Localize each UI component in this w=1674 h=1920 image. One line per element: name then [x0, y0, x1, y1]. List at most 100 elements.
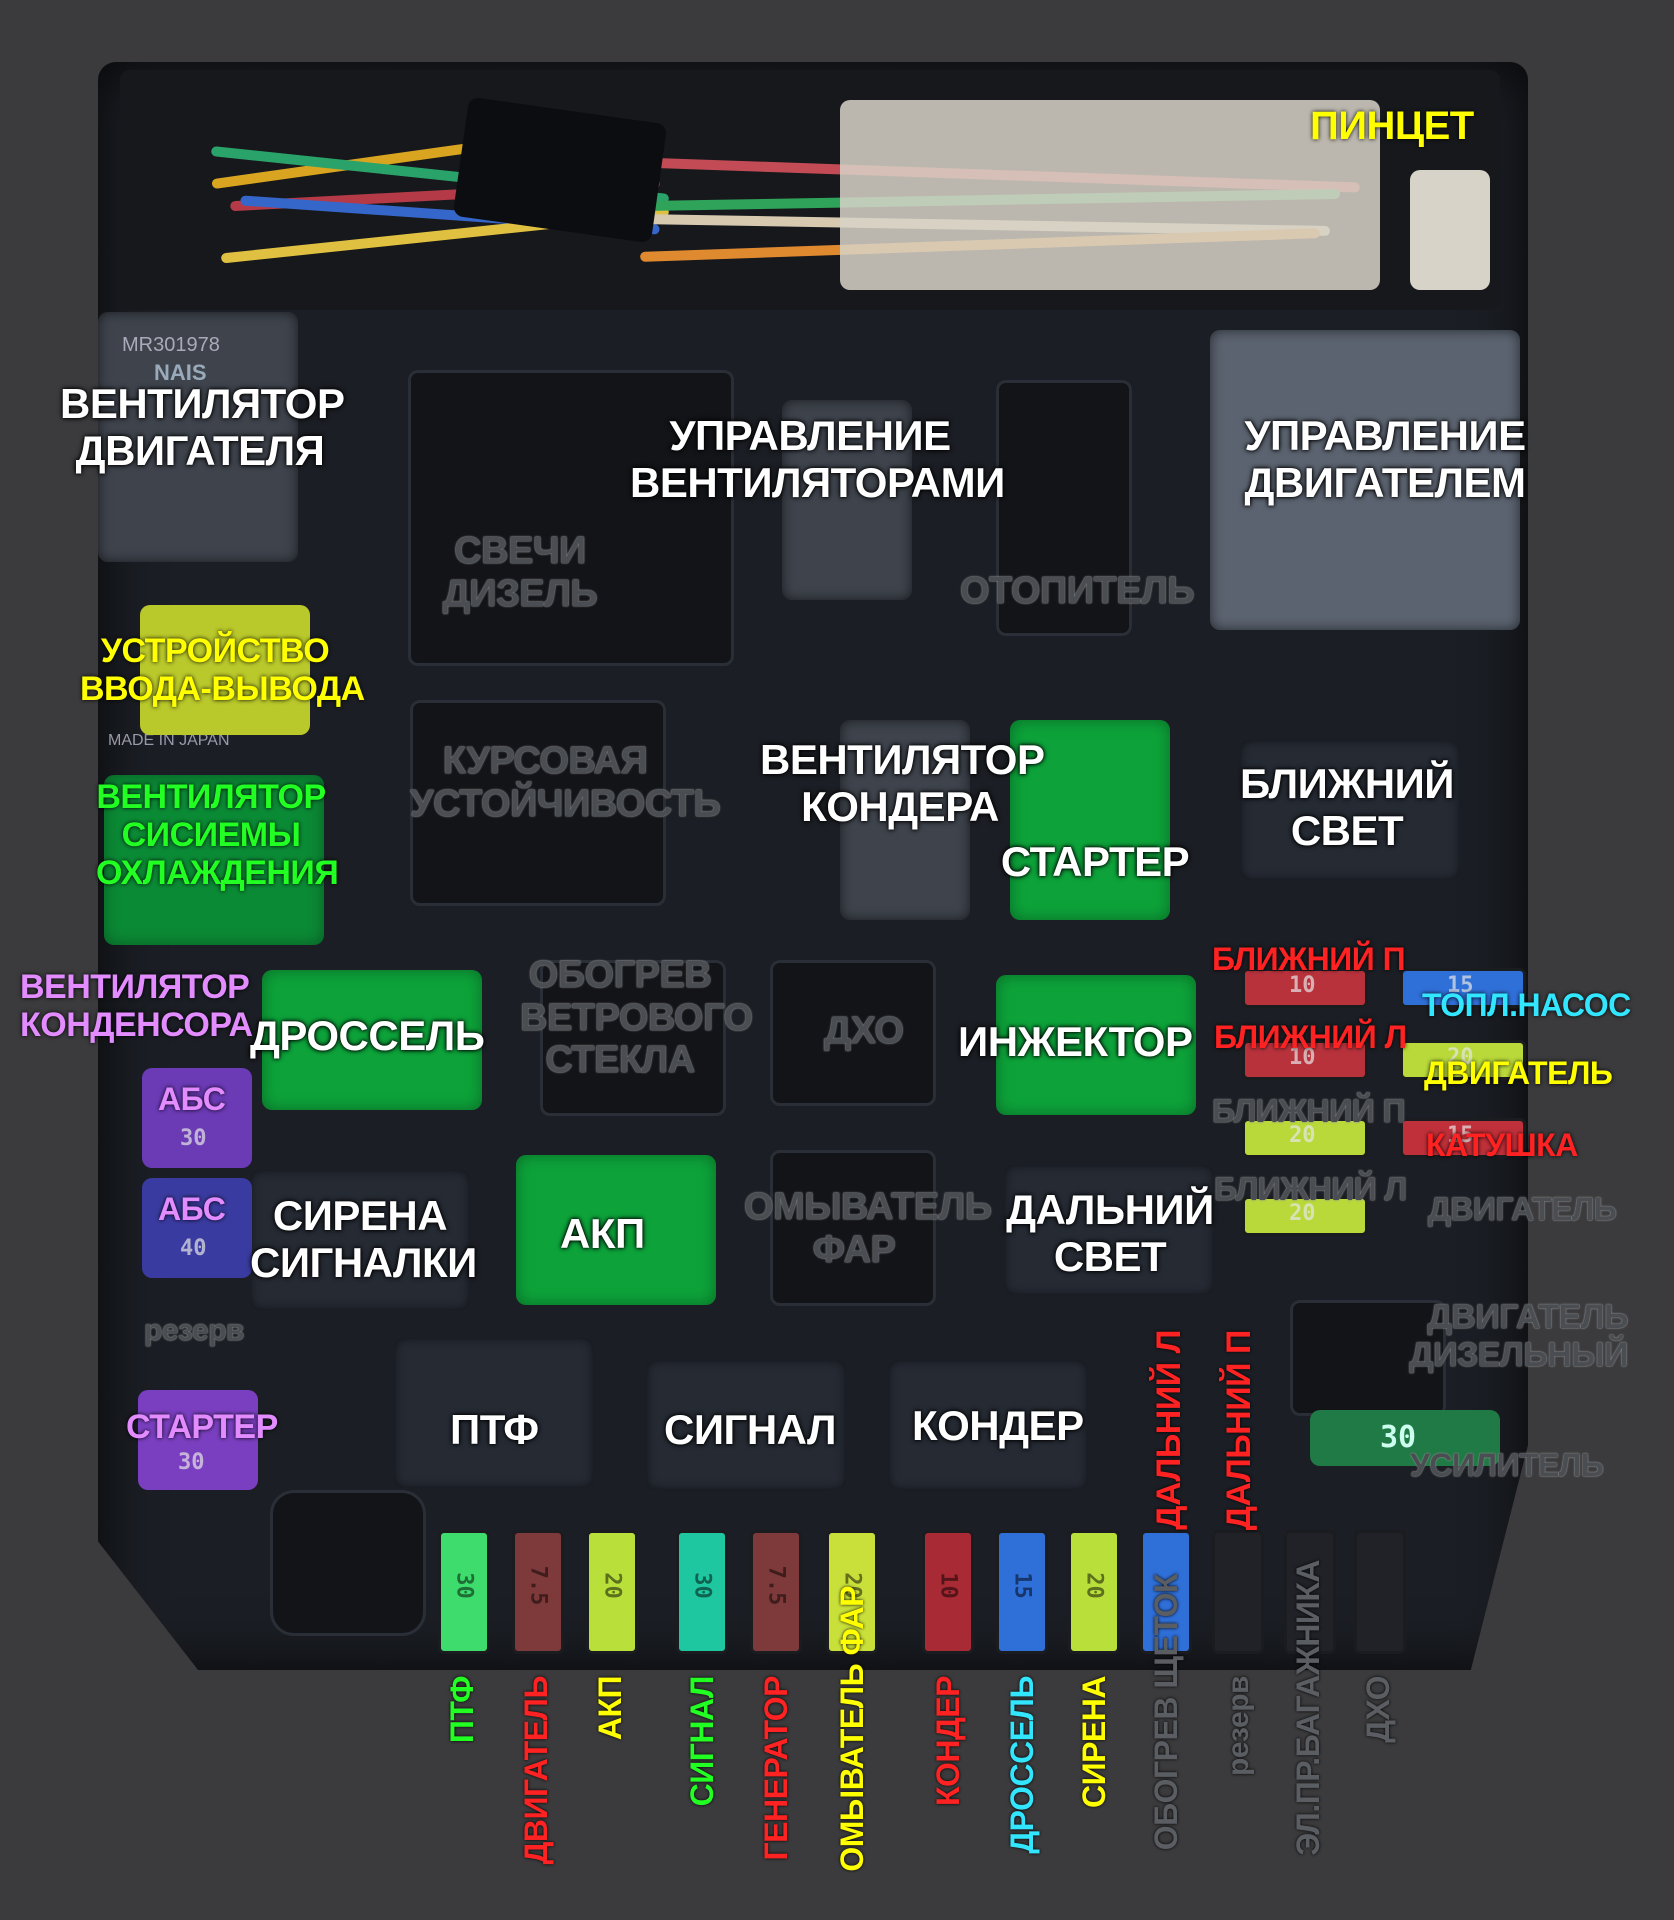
label-heater: ОТОПИТЕЛЬ — [960, 570, 1195, 612]
drl-socket — [770, 960, 936, 1106]
fuse-low-r2: 20 — [1242, 1118, 1368, 1158]
label-engine-g: ДВИГАТЕЛЬ — [1428, 1191, 1617, 1227]
throttle-relay — [262, 970, 482, 1110]
label-injector-relay: ИНЖЕКТОР — [958, 1018, 1193, 1065]
label-coil: КАТУШКА — [1426, 1127, 1578, 1163]
label-starter-fuse: СТАРТЕР — [126, 1408, 278, 1446]
starter-relay — [1010, 720, 1170, 920]
label-fuse-wiper-heat: ОБОГРЕВ ЩЕТОК — [1148, 1574, 1184, 1851]
wiring-harness — [120, 70, 1500, 310]
starter-fuse: 30 — [138, 1390, 258, 1490]
fuse-generator: 7.5 — [750, 1530, 802, 1654]
ac-relay — [888, 1360, 1088, 1490]
label-throttle-relay: ДРОССЕЛЬ — [250, 1012, 485, 1059]
abs-fuse-2: 40 — [142, 1178, 252, 1278]
fan-control-relay — [782, 400, 912, 600]
relay-part-number: MR301978 — [122, 334, 220, 356]
label-engine-y: ДВИГАТЕЛЬ — [1424, 1055, 1613, 1091]
windshield-heat-socket — [540, 960, 726, 1116]
ptf-relay — [394, 1338, 594, 1488]
label-high-r: ДАЛЬНИЙ П — [1220, 1330, 1258, 1531]
fuse-horn: 30 — [676, 1530, 728, 1654]
high-beam-relay — [1004, 1165, 1214, 1295]
heater-socket — [996, 380, 1132, 636]
label-low-l2: БЛИЖНИЙ Л — [1214, 1171, 1407, 1207]
label-fuse-generator: ГЕНЕРАТОР — [758, 1676, 794, 1861]
label-fuel-pump: ТОПЛ.НАСОС — [1422, 987, 1631, 1023]
label-fuse-washer: ОМЫВАТЕЛЬ ФАР — [834, 1586, 870, 1872]
label-reserve-left: резерв — [144, 1314, 244, 1347]
condenser-fan-relay — [840, 720, 970, 920]
label-low-r: БЛИЖНИЙ П — [1212, 941, 1406, 977]
label-abs-1: АБС — [158, 1081, 226, 1117]
horn-relay — [646, 1360, 846, 1490]
label-high-l: ДАЛЬНИЙ Л — [1150, 1330, 1188, 1530]
label-fuse-akp: АКП — [592, 1676, 628, 1741]
label-ac-relay: КОНДЕР — [912, 1402, 1084, 1449]
label-fuse-reserve: резерв — [1222, 1676, 1255, 1776]
diesel-engine-socket — [1290, 1300, 1446, 1416]
relay-made-in: MADE IN JAPAN — [108, 732, 230, 749]
label-akp-relay: АКП — [560, 1210, 645, 1257]
label-low-l: БЛИЖНИЙ Л — [1214, 1019, 1407, 1055]
label-abs-2: АБС — [158, 1191, 226, 1227]
akp-relay — [516, 1155, 716, 1305]
fuse-engine: 7.5 — [512, 1530, 564, 1654]
fuse-wiper-heat — [1140, 1530, 1192, 1654]
fuse-trunk — [1284, 1530, 1336, 1654]
fuse-engine-y: 20 — [1400, 1040, 1526, 1080]
label-pincet: ПИНЦЕТ — [1310, 104, 1474, 148]
fuse-throttle: 15 — [996, 1530, 1048, 1654]
relay-brand: NAIS — [154, 360, 207, 385]
label-fuse-throttle: ДРОССЕЛЬ — [1004, 1676, 1040, 1854]
label-starter-relay: СТАРТЕР — [1000, 838, 1190, 885]
washer-socket — [770, 1150, 936, 1306]
fuse-siren: 20 — [1068, 1530, 1120, 1654]
fuse-drl — [1354, 1530, 1406, 1654]
engine-control-relay — [1210, 330, 1520, 630]
label-ptf-relay: ПТФ — [450, 1406, 539, 1453]
ground-stud — [270, 1490, 426, 1636]
amplifier-fuse: 30 — [1310, 1410, 1500, 1466]
fuse-low-r: 10 — [1242, 968, 1368, 1008]
fuse-low-l: 10 — [1242, 1040, 1368, 1080]
cooling-fan-relay — [104, 775, 324, 945]
fuse-akp: 20 — [586, 1530, 638, 1654]
label-fuse-ptf: ПТФ — [444, 1676, 480, 1744]
fuse-low-l2: 20 — [1242, 1196, 1368, 1236]
label-horn-relay: СИГНАЛ — [664, 1406, 836, 1453]
fuse-ac: 10 — [922, 1530, 974, 1654]
fuse-washer: 20 — [826, 1530, 878, 1654]
fuse-ptf: 30 — [438, 1530, 490, 1654]
label-fuse-ac: КОНДЕР — [930, 1676, 966, 1807]
label-drl-relay: ДХО — [824, 1010, 904, 1052]
label-low-r2: БЛИЖНИЙ П — [1212, 1093, 1406, 1129]
fuse-reserve — [1212, 1530, 1264, 1654]
siren-relay — [250, 1170, 470, 1310]
stability-socket — [410, 700, 666, 906]
label-fuse-horn: СИГНАЛ — [684, 1676, 720, 1807]
io-device-fuse — [140, 605, 310, 735]
low-beam-relay — [1240, 740, 1460, 880]
label-fuse-siren: СИРЕНА — [1076, 1676, 1112, 1809]
fuse-coil: 15 — [1400, 1118, 1526, 1158]
fuse-fuel-pump: 15 — [1400, 968, 1526, 1008]
injector-relay — [996, 975, 1196, 1115]
label-fuse-engine: ДВИГАТЕЛЬ — [518, 1676, 554, 1865]
abs-fuse-1: 30 — [142, 1068, 252, 1168]
label-fuse-trunk: ЭЛ.ПР.БАГАЖНИКА — [1290, 1560, 1326, 1856]
